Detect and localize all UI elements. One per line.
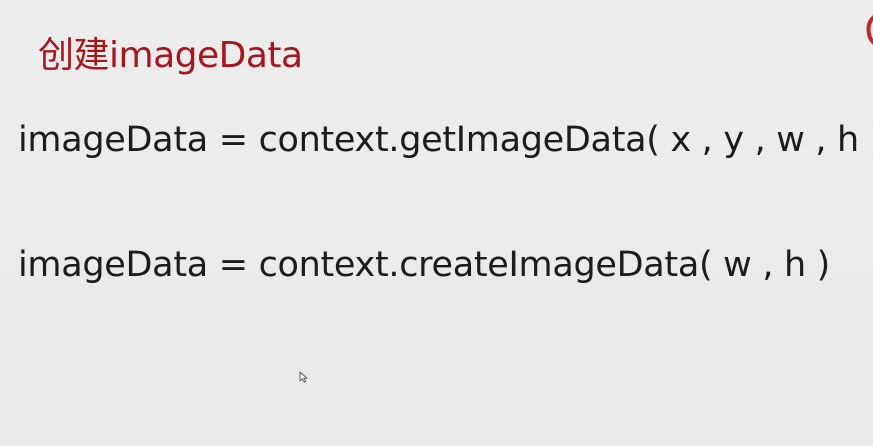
code-line-get-image-data: imageData = context.getImageData( x , y … [18,120,873,160]
corner-arc-icon [866,15,873,45]
mouse-pointer-icon [299,371,308,383]
slide-title: 创建imageData [38,35,303,76]
code-line-create-image-data: imageData = context.createImageData( w ,… [18,245,831,285]
